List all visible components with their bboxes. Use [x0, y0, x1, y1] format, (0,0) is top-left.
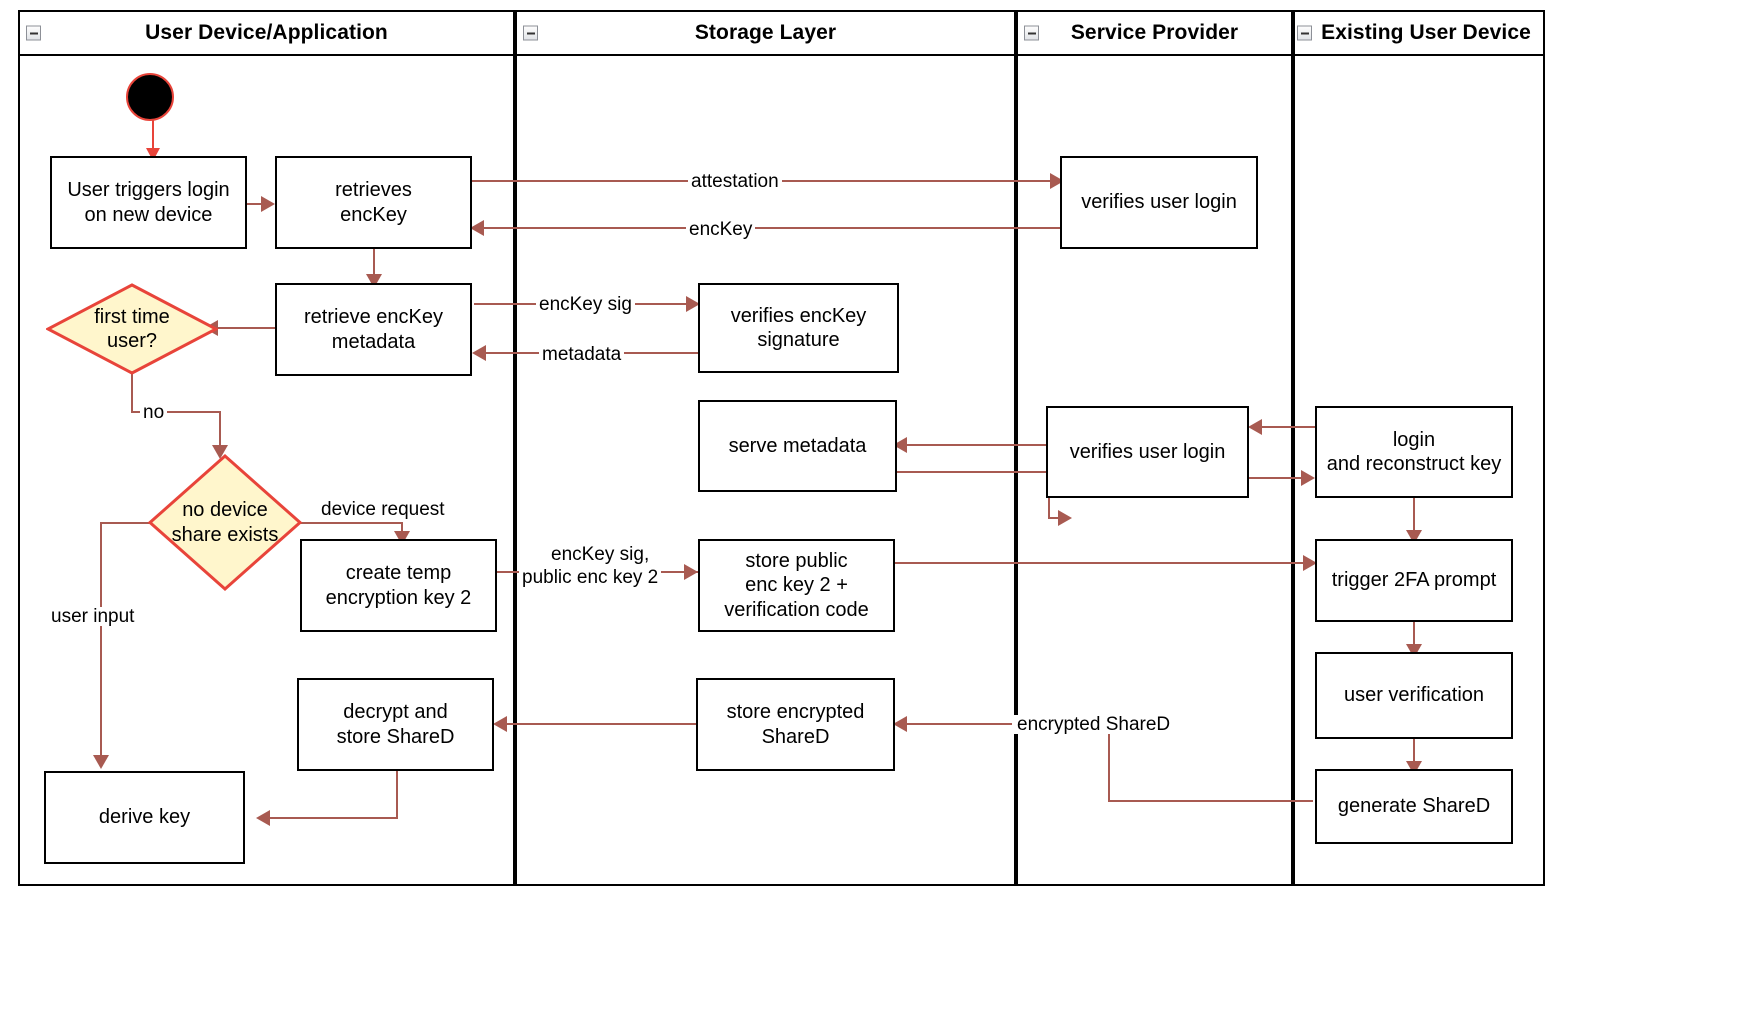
edge-verify-to-login — [1249, 477, 1313, 479]
edge-store-to-decrypt — [497, 723, 697, 725]
edge-to-trigger-2fa — [895, 562, 1315, 564]
diamond-shape — [148, 454, 302, 591]
lane-header-storage-layer[interactable]: Storage Layer — [515, 10, 1016, 56]
edge-device-request-down — [401, 522, 403, 539]
lane-header-user-device[interactable]: User Device/Application — [18, 10, 515, 56]
edge-device-request — [300, 522, 403, 524]
edge-reconstruct-to-2fa — [1413, 497, 1415, 539]
arrowhead-right — [1058, 510, 1072, 526]
arrowhead-down — [93, 755, 109, 769]
node-user-verification[interactable]: user verification — [1315, 652, 1513, 739]
lane-header-service-provider[interactable]: Service Provider — [1016, 10, 1293, 56]
node-store-encrypted-shared[interactable]: store encrypted ShareD — [696, 678, 895, 771]
edge-label-encrypted-shared: encrypted ShareD — [1014, 715, 1174, 734]
lane-title-storage-layer: Storage Layer — [694, 21, 837, 44]
node-retrieve-enckey-metadata[interactable]: retrieve encKey metadata — [275, 283, 472, 376]
node-user-triggers-login[interactable]: User triggers login on new device — [50, 156, 247, 249]
arrowhead-right — [684, 564, 698, 580]
node-label: login and reconstruct key — [1326, 428, 1502, 475]
node-label: verifies user login — [1081, 191, 1237, 214]
node-label: serve metadata — [728, 434, 867, 457]
edge-no-down — [219, 411, 221, 454]
node-label: derive key — [98, 806, 191, 829]
lane-header-existing-device[interactable]: Existing User Device — [1293, 10, 1545, 56]
node-store-public-enc-key[interactable]: store public enc key 2 + verification co… — [698, 539, 895, 632]
edge-decrypt-down — [396, 771, 398, 819]
node-label: retrieves encKey — [335, 179, 412, 226]
node-decrypt-store-shared[interactable]: decrypt and store ShareD — [297, 678, 494, 771]
edge-user-input-v — [100, 522, 102, 763]
node-label: User triggers login on new device — [67, 179, 230, 226]
node-label: store public enc key 2 + verification co… — [724, 549, 869, 621]
edge-label-attestation: attestation — [688, 172, 782, 191]
node-login-reconstruct-key[interactable]: login and reconstruct key — [1315, 406, 1513, 498]
minus-icon[interactable] — [26, 25, 41, 41]
arrowhead-right — [261, 196, 275, 212]
arrowhead-left — [470, 220, 484, 236]
lane-title-existing-device: Existing User Device — [1321, 21, 1531, 44]
arrowhead-left — [256, 810, 270, 826]
edge-user-input-h — [100, 522, 150, 524]
node-label: user verification — [1343, 684, 1485, 707]
edge-encrypted-shared-h — [897, 723, 1012, 725]
arrowhead-right — [1301, 470, 1315, 486]
lane-title-service-provider: Service Provider — [1070, 21, 1239, 44]
edge-generate-to-up — [1108, 800, 1313, 802]
edge-decrypt-to-derive — [262, 817, 398, 819]
node-generate-shared[interactable]: generate ShareD — [1315, 769, 1513, 844]
edge-label-enckey: encKey — [686, 220, 756, 239]
node-serve-metadata[interactable]: serve metadata — [698, 400, 897, 492]
lane-title-user-device: User Device/Application — [145, 21, 388, 44]
edge-enckey-return — [474, 227, 1062, 229]
arrowhead-left — [472, 345, 486, 361]
edge-no-horizontal — [131, 411, 221, 413]
edge-label-enckey-sig-public-line1: encKey sig, — [548, 545, 653, 564]
edge-label-enckey-sig-public-line2: public enc key 2 — [519, 568, 662, 587]
node-derive-key[interactable]: derive key — [44, 771, 245, 864]
node-label: store encrypted ShareD — [726, 701, 865, 748]
edge-login-to-verify — [1252, 426, 1316, 428]
arrowhead-left — [493, 716, 507, 732]
edge-metadata-to-decision — [208, 327, 276, 329]
node-verifies-enckey-signature[interactable]: verifies encKey signature — [698, 283, 899, 373]
edge-encrypted-shared-v — [1108, 723, 1110, 802]
diamond-shape — [46, 283, 218, 375]
node-label: generate ShareD — [1337, 795, 1491, 818]
edge-serve-metadata-in-b — [897, 444, 1048, 446]
arrowhead-right — [1303, 555, 1317, 571]
minus-icon[interactable] — [1297, 25, 1312, 41]
node-verifies-user-login-1[interactable]: verifies user login — [1060, 156, 1258, 249]
edge-label-no: no — [140, 403, 168, 422]
edge-label-metadata: metadata — [539, 345, 625, 364]
initial-node — [126, 73, 174, 121]
edge-verification-to-generate — [1413, 739, 1415, 769]
edge-label-device-request: device request — [318, 500, 448, 519]
node-label: retrieve encKey metadata — [304, 306, 443, 353]
arrowhead-left — [1248, 419, 1262, 435]
decision-no-device-share[interactable]: no device share exists — [148, 454, 302, 591]
node-label: verifies user login — [1069, 440, 1226, 463]
edge-2fa-to-verification — [1413, 621, 1415, 652]
arrowhead-right — [686, 296, 700, 312]
edge-firsttime-down — [131, 373, 133, 412]
edge-start-to-login — [152, 119, 154, 153]
node-label: create temp encryption key 2 — [325, 562, 472, 609]
edge-retrieves-to-metadata — [373, 249, 375, 283]
edge-login-to-retrieves — [247, 203, 273, 205]
edge-serve-metadata-out-a — [897, 471, 1050, 473]
node-label: decrypt and store ShareD — [336, 701, 455, 748]
node-label: trigger 2FA prompt — [1331, 569, 1497, 592]
node-trigger-2fa-prompt[interactable]: trigger 2FA prompt — [1315, 539, 1513, 622]
edge-label-enckey-sig: encKey sig — [536, 295, 635, 314]
edge-label-user-input: user input — [48, 607, 138, 626]
node-create-temp-key[interactable]: create temp encryption key 2 — [300, 539, 497, 632]
minus-icon[interactable] — [523, 25, 538, 41]
arrowhead-left — [893, 716, 907, 732]
node-verifies-user-login-2[interactable]: verifies user login — [1046, 406, 1249, 498]
node-label: verifies encKey signature — [730, 304, 867, 351]
decision-first-time-user[interactable]: first time user? — [46, 283, 218, 375]
minus-icon[interactable] — [1024, 25, 1039, 41]
node-retrieves-enckey[interactable]: retrieves encKey — [275, 156, 472, 249]
